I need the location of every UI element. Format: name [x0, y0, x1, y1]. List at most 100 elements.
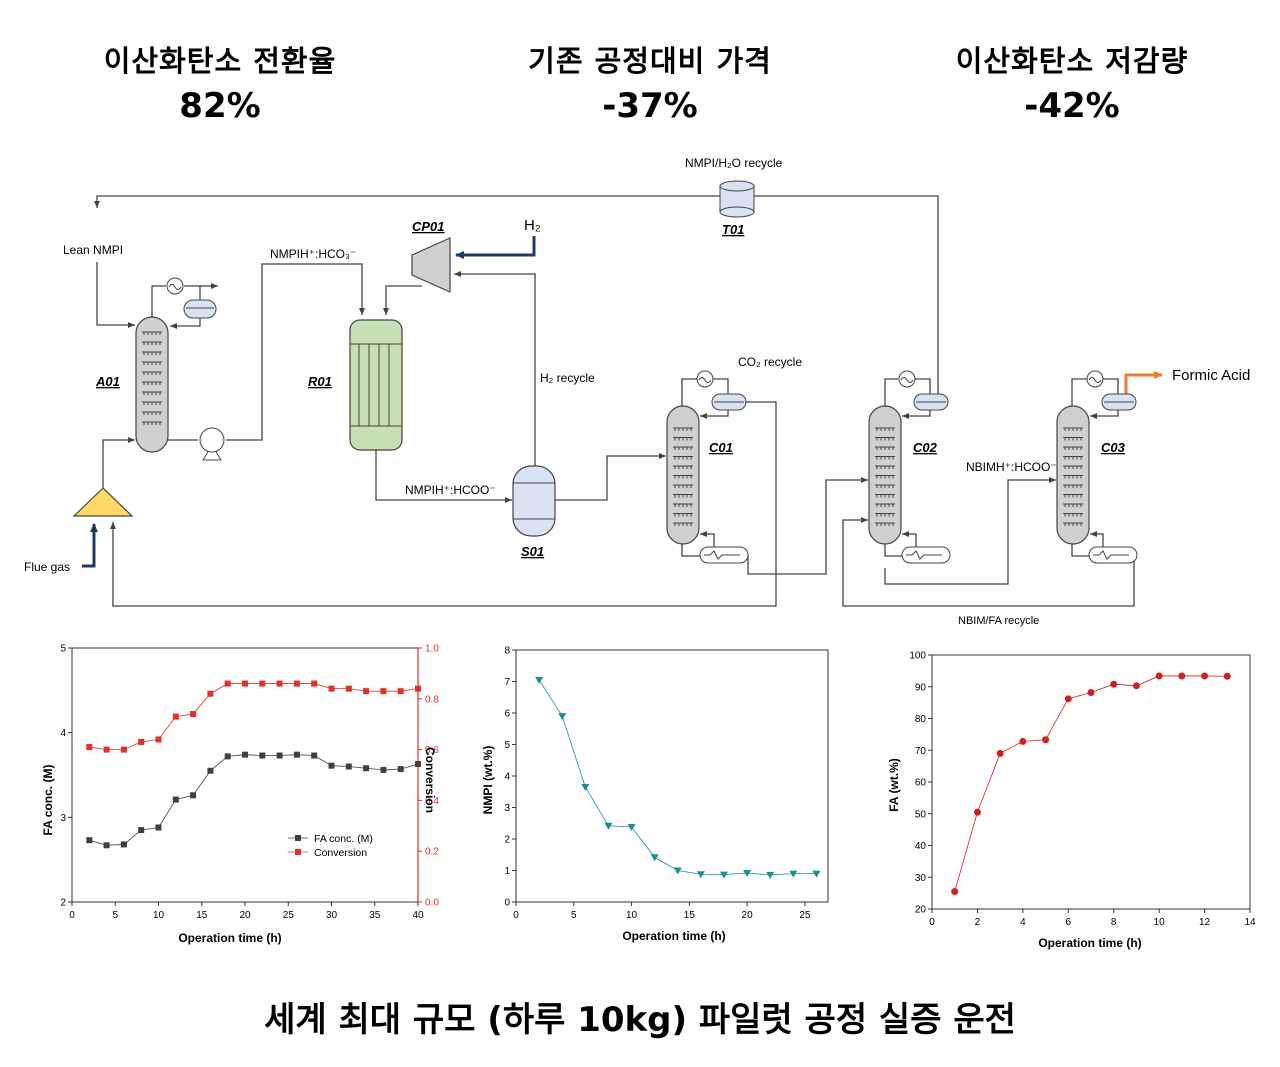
data-point: [190, 711, 197, 718]
h2-feed-line: [455, 236, 536, 259]
column-c03: [1056, 405, 1090, 545]
stat-value: -37%: [602, 86, 698, 126]
data-point: [155, 824, 162, 831]
condenser-c02: [898, 370, 949, 411]
c03-overhead-2: [1103, 378, 1119, 394]
a01-overhead: [151, 285, 166, 318]
label-c02: C02: [913, 440, 938, 455]
data-point: [155, 736, 162, 743]
label-nmpi-h2o-recycle: NMPI/H₂O recycle: [685, 156, 783, 170]
y2-tick-label: 0.4: [425, 796, 439, 807]
data-point: [120, 841, 127, 848]
pump-to-r01: [226, 263, 365, 441]
data-point: [259, 752, 266, 759]
data-point: [120, 746, 127, 753]
pump-icon: [199, 427, 225, 461]
data-point: [812, 870, 821, 878]
y-tick-label: 80: [915, 714, 927, 725]
chart-xlabel: Operation time (h): [1038, 936, 1141, 950]
data-point: [1110, 680, 1118, 688]
stat-title: 이산화탄소 전환율: [103, 44, 337, 78]
data-point: [743, 870, 752, 878]
y-tick-label: 2: [504, 835, 510, 846]
data-point: [1155, 672, 1163, 680]
x-tick-label: 0: [929, 917, 935, 928]
data-point: [535, 676, 544, 684]
data-point: [581, 784, 590, 792]
y-tick-label: 5: [60, 644, 66, 655]
y-tick-label: 90: [915, 682, 927, 693]
legend-marker: [295, 849, 301, 855]
plot-frame: [515, 649, 829, 903]
stat-co2-conversion: 이산화탄소 전환율 82%: [10, 38, 430, 126]
data-point: [207, 767, 214, 774]
data-point: [138, 738, 145, 745]
data-point: [259, 680, 266, 687]
x-tick-label: 5: [571, 910, 577, 921]
nbim-fa-recycle-line: [842, 517, 1135, 607]
series-line: [954, 675, 1228, 892]
reactor-r01: [349, 319, 403, 451]
label-c03: C03: [1101, 440, 1126, 455]
data-point: [328, 762, 335, 769]
data-point: [380, 766, 387, 773]
a01-overhead-2: [184, 285, 201, 300]
co2-recycle-line: [110, 401, 777, 607]
data-point: [415, 685, 421, 692]
chart-ylabel: NMPI (wt.%): [481, 746, 495, 815]
data-point: [311, 680, 318, 687]
data-point: [311, 752, 318, 759]
y-tick-label: 1: [504, 866, 510, 877]
x-tick-label: 20: [742, 910, 754, 921]
a01-condenser-icon: [166, 277, 184, 295]
legend-marker: [295, 835, 301, 841]
data-point: [951, 888, 959, 896]
y2-tick-label: 1.0: [425, 644, 439, 655]
data-point: [86, 744, 93, 751]
x-tick-label: 30: [326, 910, 338, 921]
c02-to-c03: [884, 477, 1056, 585]
c01-reflux: [700, 410, 729, 419]
x-tick-label: 15: [684, 910, 696, 921]
label-c01: C01: [709, 440, 733, 455]
x-tick-label: 6: [1066, 917, 1072, 928]
data-point: [276, 752, 283, 759]
data-point: [103, 842, 110, 849]
data-point: [1087, 688, 1095, 696]
x-tick-label: 0: [69, 910, 75, 921]
data-point: [363, 765, 370, 772]
reboiler-c01: [699, 546, 749, 564]
label-h2-recycle: H₂ recycle: [540, 371, 595, 385]
data-point: [224, 680, 231, 687]
label-nmpih-hcoo: NMPIH⁺:HCOO⁻: [405, 483, 496, 497]
x-tick-label: 0: [513, 910, 519, 921]
y-tick-label: 5: [504, 740, 510, 751]
y-tick-label: 40: [915, 841, 927, 852]
reboiler-c03: [1088, 546, 1138, 564]
condenser-c03: [1086, 370, 1137, 411]
x-tick-label: 5: [112, 910, 118, 921]
chart-xlabel: Operation time (h): [622, 929, 725, 943]
data-point: [293, 751, 300, 758]
y-tick-label: 70: [915, 746, 927, 757]
data-point: [1132, 682, 1140, 690]
condenser-c01: [696, 370, 747, 411]
y-tick-label: 6: [504, 709, 510, 720]
data-point: [720, 871, 728, 879]
label-t01: T01: [722, 222, 744, 237]
reboiler-c02: [901, 546, 951, 564]
formic-acid-line: [1124, 371, 1163, 394]
y-tick-label: 7: [504, 677, 510, 688]
data-point: [415, 760, 421, 767]
data-point: [558, 713, 567, 721]
x-tick-label: 8: [1111, 917, 1117, 928]
data-point: [138, 827, 145, 834]
y2-tick-label: 0.2: [425, 847, 439, 858]
label-lean-nmpi: Lean NMPI: [63, 243, 123, 257]
y-tick-label: 4: [504, 772, 510, 783]
data-point: [242, 680, 248, 687]
data-point: [1201, 672, 1209, 680]
